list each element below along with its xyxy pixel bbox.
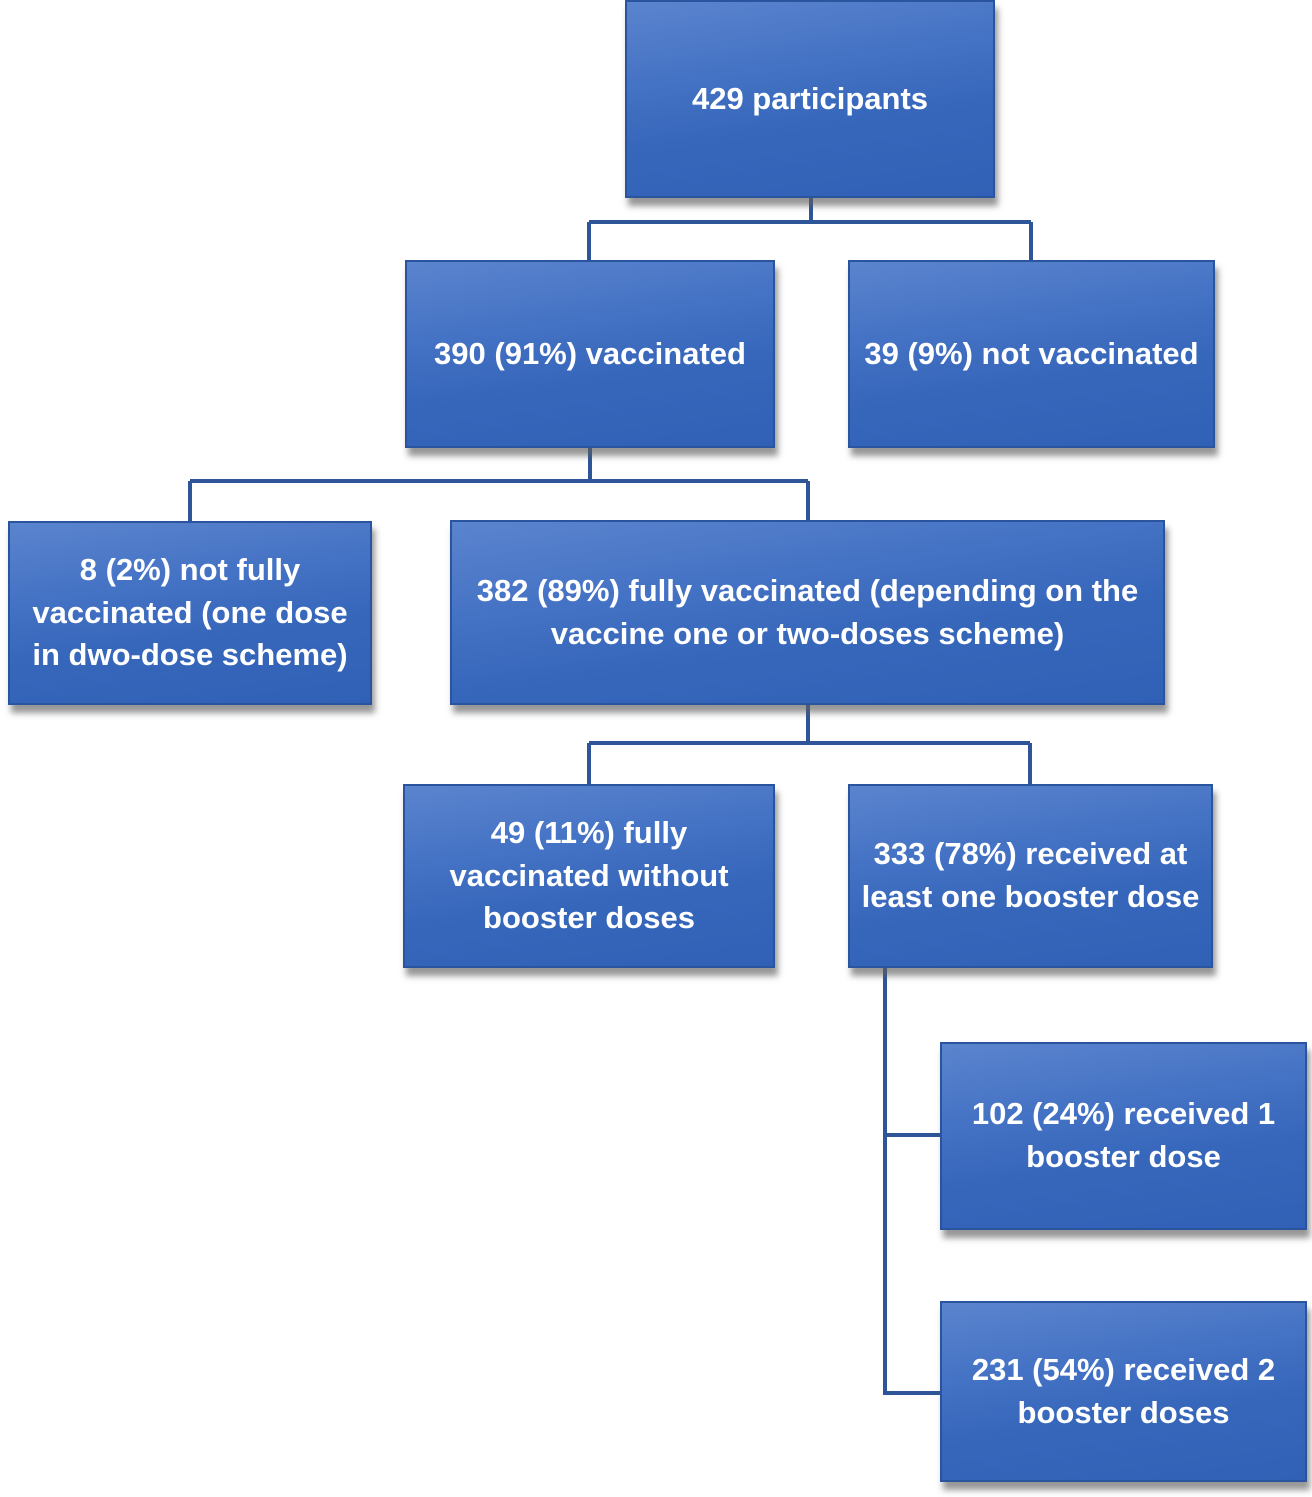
connector-participants-to-row2: [587, 190, 1033, 264]
flow-node-participants-label: 429 participants: [691, 80, 929, 116]
flow-node-two-boosters-label: 231 (54%) received 2 booster doses: [971, 1351, 1276, 1430]
flow-node-vaccinated: 390 (91%) vaccinated: [405, 260, 775, 448]
connector-booster-to-booster-counts: [883, 962, 944, 1395]
connector-vaccinated-to-row3: [188, 444, 810, 525]
flow-node-at-least-one-booster-label: 333 (78%) received at least one booster …: [861, 836, 1200, 914]
flow-node-one-booster-label: 102 (24%) received 1 booster dose: [971, 1096, 1276, 1174]
connector-fully-vaccinated-to-row4: [587, 700, 1032, 788]
flow-node-not-vaccinated-label: 39 (9%) not vaccinated: [864, 335, 1199, 371]
flow-node-no-booster-label: 49 (11%) fully vaccinated without booste…: [449, 814, 729, 936]
flow-node-not-vaccinated: 39 (9%) not vaccinated: [848, 260, 1215, 448]
flow-node-two-boosters: 231 (54%) received 2 booster doses: [940, 1301, 1307, 1482]
flow-node-not-fully-vaccinated-label: 8 (2%) not fully vaccinated (one dose in…: [32, 551, 348, 673]
flow-node-one-booster: 102 (24%) received 1 booster dose: [940, 1042, 1307, 1230]
flow-node-not-fully-vaccinated: 8 (2%) not fully vaccinated (one dose in…: [8, 521, 372, 705]
flow-node-fully-vaccinated-label: 382 (89%) fully vaccinated (depending on…: [476, 572, 1139, 651]
flow-node-at-least-one-booster: 333 (78%) received at least one booster …: [848, 784, 1213, 968]
flow-node-participants: 429 participants: [625, 0, 995, 198]
flow-node-vaccinated-label: 390 (91%) vaccinated: [434, 335, 746, 371]
flow-node-no-booster: 49 (11%) fully vaccinated without booste…: [403, 784, 775, 968]
flow-node-fully-vaccinated: 382 (89%) fully vaccinated (depending on…: [450, 520, 1165, 705]
